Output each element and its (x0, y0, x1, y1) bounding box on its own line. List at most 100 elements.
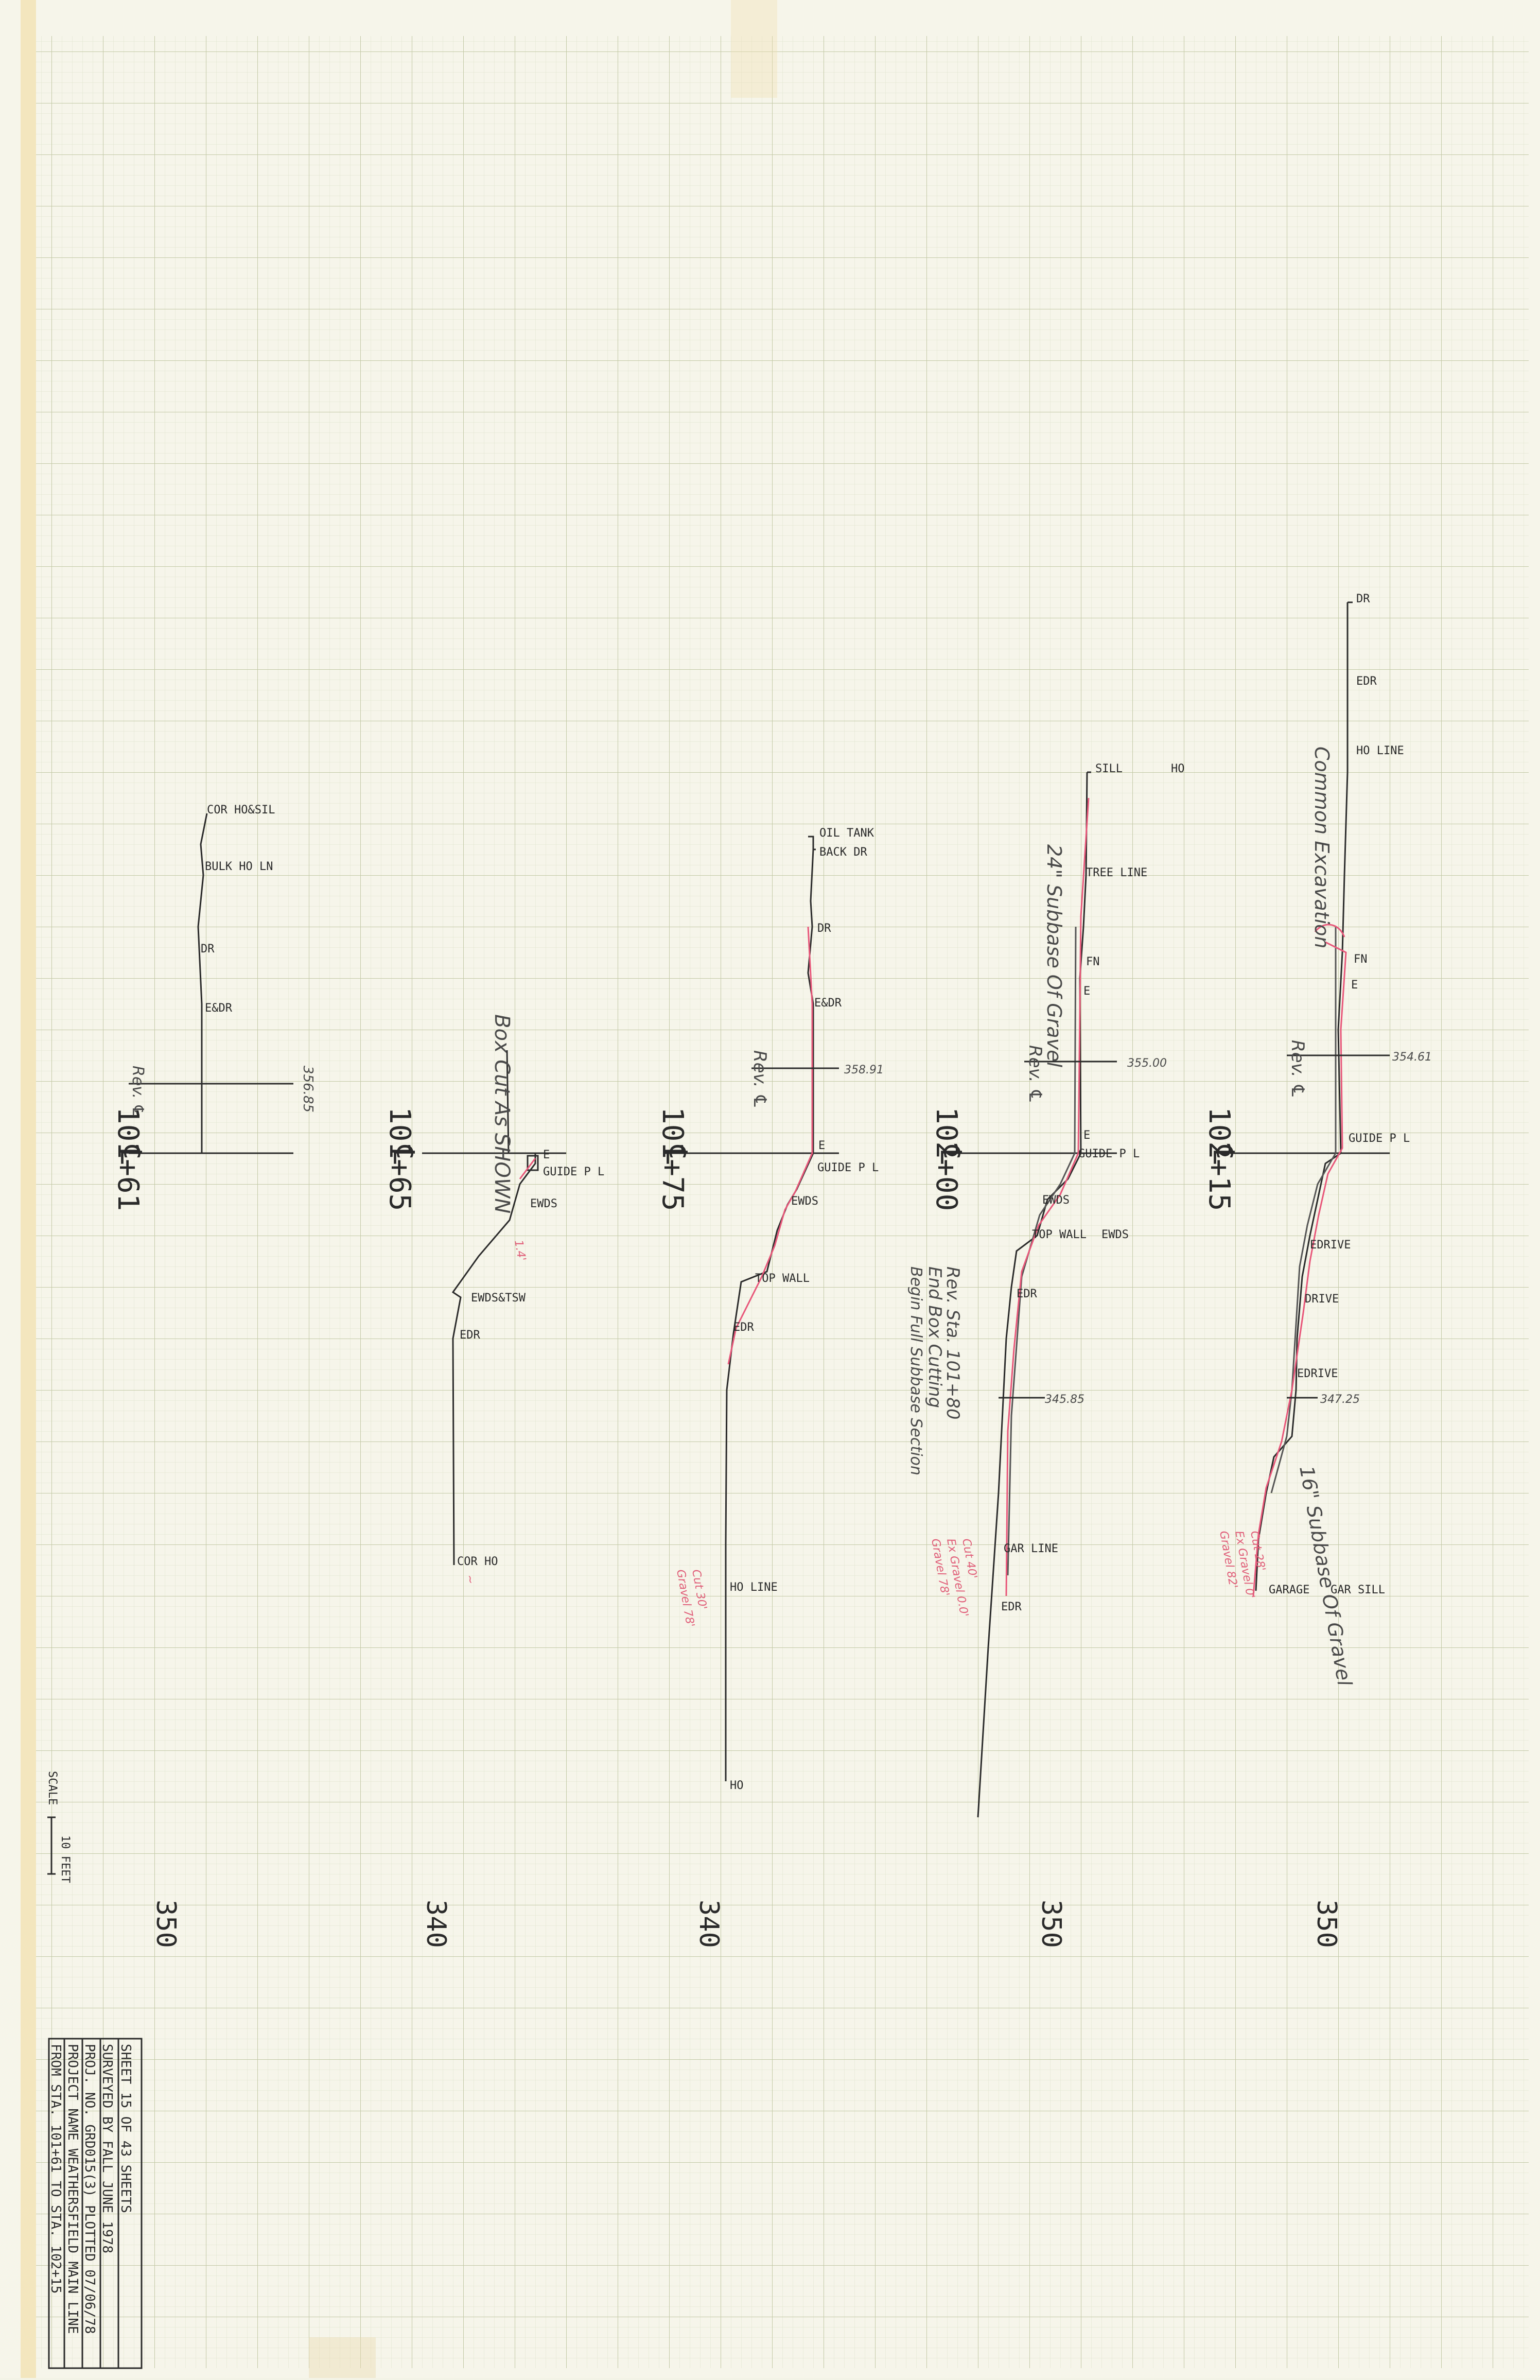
station-label: 102+00 (930, 1107, 963, 1211)
label: DR (817, 922, 831, 935)
label: E&DR (205, 1002, 233, 1015)
rev-label: Rev. ℄ (1025, 1045, 1045, 1104)
reference-elevation: 340 (693, 1900, 724, 1948)
existing-subbase (1270, 927, 1337, 1493)
station-label: 101+65 (383, 1107, 416, 1211)
section-102-00: SILL HO TREE LINE FN E E GUIDE P L EWDS … (907, 762, 1185, 1948)
proposed-profile (1005, 797, 1090, 1596)
label: EWDS (1042, 1194, 1070, 1207)
label: EDR (460, 1329, 480, 1342)
rev-label: Rev. ℄ (1287, 1040, 1308, 1099)
station-label: 102+15 (1202, 1107, 1236, 1211)
ground-profile (451, 1050, 536, 1566)
label: TOP WALL (1032, 1228, 1087, 1241)
scale-label: SCALE (46, 1771, 59, 1805)
binding-edge (21, 0, 36, 2378)
label: GUIDE P L (1078, 1148, 1140, 1160)
common-excavation-note: Common Excavation (1310, 746, 1333, 948)
excavation-arc (1314, 924, 1345, 937)
label: TREE LINE (1086, 866, 1147, 879)
centerline-symbol: ℄ (934, 1144, 967, 1164)
rev-label: Rev. ℄ (129, 1066, 147, 1118)
label: FN (1086, 956, 1100, 968)
elevation-value-2: 345.85 (1045, 1393, 1084, 1406)
label: E (818, 1139, 825, 1152)
station-label: 101+75 (656, 1107, 689, 1211)
label: EWDS (791, 1195, 818, 1208)
reference-elevation: 350 (1036, 1900, 1066, 1948)
label: EDRIVE (1310, 1239, 1351, 1252)
existing-subbase (1007, 926, 1077, 1576)
label: E (543, 1149, 550, 1161)
label: HO LINE (730, 1581, 778, 1594)
label: EWDS (1101, 1228, 1129, 1241)
title-line-2: PROJECT NAME WEATHERSFIELD MAIN LINE (65, 2044, 80, 2334)
end-box-note: End Box Cutting (924, 1266, 945, 1408)
label: BULK HO LN (205, 860, 273, 873)
label: E&DR (814, 997, 842, 1010)
centerline-symbol: ℄ (114, 1144, 147, 1164)
centerline-symbol: ℄ (387, 1144, 420, 1164)
red-pencil-mark: ~ (463, 1574, 477, 1585)
label: EDR (1017, 1288, 1037, 1300)
elevation-value: 355.00 (1127, 1057, 1167, 1070)
label: DR (201, 943, 215, 956)
label: GAR LINE (1004, 1542, 1058, 1555)
rev-station-note: Rev. Sta. 101+80 (942, 1266, 963, 1420)
label: TOP WALL (755, 1272, 810, 1285)
elevation-value: 358.91 (844, 1064, 884, 1076)
label: EWDS&TSW (471, 1292, 526, 1305)
station-label: 101+61 (111, 1107, 145, 1211)
tape-mark (309, 2337, 376, 2378)
box-cut-note: Box Cut As SHOWN (490, 1014, 514, 1213)
label: GARAGE (1269, 1584, 1309, 1596)
label: EDR (1001, 1601, 1022, 1613)
tape-mark (731, 0, 777, 98)
label: COR HO (457, 1555, 498, 1568)
label: GUIDE P L (817, 1161, 879, 1174)
proposed-profile (1252, 941, 1347, 1596)
ground-profile (197, 813, 208, 1153)
label: GUIDE P L (543, 1166, 604, 1178)
label: COR HO&SIL (207, 804, 275, 817)
scale-bar: SCALE 10 FEET (46, 1771, 72, 1883)
begin-section-note: Begin Full Subbase Section (907, 1266, 925, 1475)
subbase-note: 24" Subbase Of Gravel (1043, 844, 1065, 1067)
elevation-value: 354.61 (1392, 1051, 1432, 1064)
reference-elevation: 340 (421, 1900, 451, 1948)
title-block: FROM STA. 101+61 TO STA. 102+15 PROJECT … (48, 2038, 143, 2369)
ground-profile (1337, 602, 1349, 1154)
label: OIL TANK (819, 827, 874, 840)
centerline-symbol: ℄ (659, 1144, 693, 1164)
elevation-value: 356.85 (300, 1066, 316, 1113)
label: EWDS (530, 1197, 557, 1210)
label: EDR (1356, 675, 1377, 688)
rev-label: Rev. ℄ (749, 1050, 770, 1109)
label: E (1351, 979, 1358, 992)
title-block-frame (48, 2038, 143, 2369)
section-101-61: COR HO&SIL BULK HO LN DR E&DR 101+61 Rev… (111, 804, 316, 1948)
label: GUIDE P L (1349, 1132, 1410, 1145)
label: DRIVE (1305, 1293, 1339, 1306)
label: EDR (733, 1321, 754, 1334)
scale-unit: 10 FEET (59, 1835, 72, 1883)
title-line-4: SURVEYED BY FALL JUNE 1978 (99, 2044, 115, 2253)
subbase-line (519, 1158, 536, 1179)
section-101-65: E GUIDE P L EWDS EWDS&TSW EDR COR HO Box… (383, 1014, 604, 1948)
title-line-1: FROM STA. 101+61 TO STA. 102+15 (48, 2044, 63, 2294)
label: FN (1354, 953, 1368, 966)
reference-elevation: 350 (1311, 1900, 1342, 1948)
guide-post-marker (527, 1155, 539, 1171)
elevation-value-2: 347.25 (1320, 1393, 1360, 1406)
reference-elevation: 350 (150, 1900, 181, 1948)
label: E (1083, 1129, 1090, 1142)
label: EDRIVE (1297, 1367, 1338, 1380)
label: BACK DR (819, 846, 867, 859)
title-line-5: SHEET 15 OF 43 SHEETS (118, 2044, 133, 2213)
label: HO (730, 1779, 744, 1792)
centerline-symbol: ℄ (1206, 1144, 1240, 1164)
label: GAR SILL (1331, 1584, 1385, 1596)
ground-profile-lower (1255, 1152, 1341, 1591)
